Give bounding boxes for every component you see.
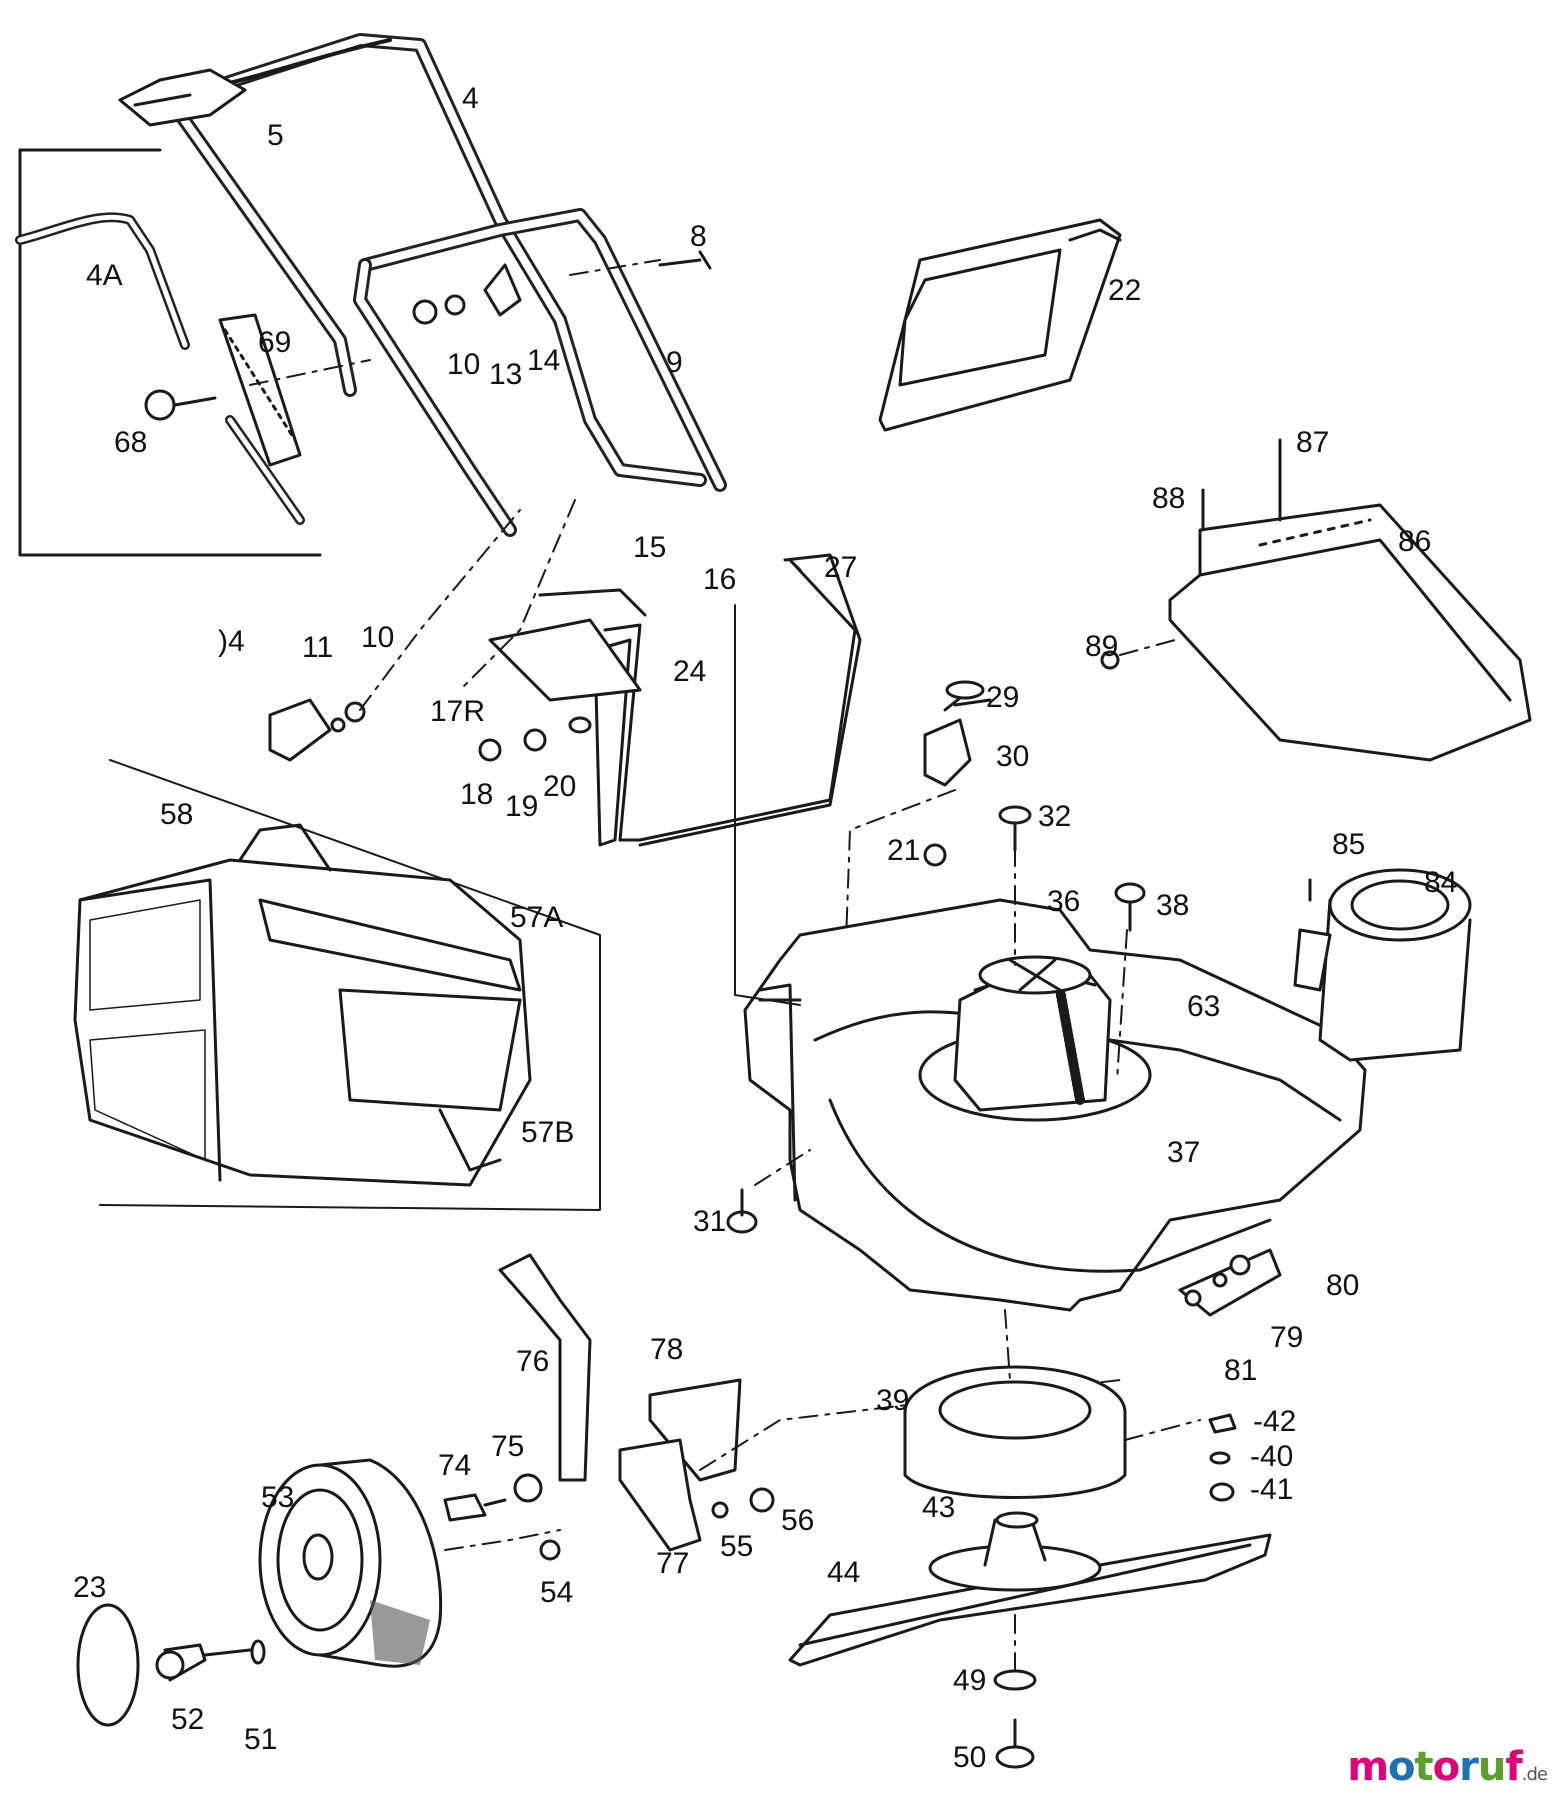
label-56: 56 [781, 1504, 815, 1537]
label-29: 29 [986, 681, 1020, 714]
label-17R: 17R [430, 695, 486, 728]
label-85: 85 [1332, 828, 1366, 861]
label-55: 55 [720, 1530, 754, 1563]
label-50: 50 [953, 1741, 987, 1774]
label-89: 89 [1085, 630, 1119, 663]
inset-frame-handle-4a [18, 148, 322, 557]
label-51: 51 [244, 1723, 278, 1756]
upper-handle [118, 33, 707, 487]
label-52: 52 [171, 1703, 205, 1736]
label-19: 19 [505, 790, 539, 823]
label-27: 27 [824, 551, 858, 584]
label-11: 11 [302, 631, 334, 664]
label-68: 68 [114, 426, 148, 459]
washers-80-81 [1178, 1248, 1282, 1317]
label-24: 24 [673, 655, 707, 688]
washers-17r [459, 499, 592, 762]
label-41: -41 [1250, 1473, 1294, 1506]
cover-84 [1293, 868, 1472, 1062]
blade-assembly [788, 1511, 1272, 1769]
screw-31 [726, 1149, 811, 1234]
label-36: 36 [1047, 885, 1081, 918]
label-42: -42 [1253, 1405, 1297, 1438]
label-5: 5 [267, 119, 284, 152]
label-63: 63 [1187, 990, 1221, 1023]
label-4: 4 [462, 82, 479, 115]
alternative-handle-4a [15, 212, 371, 525]
knob-14 [268, 509, 521, 762]
nuts-40-42 [1208, 1413, 1237, 1502]
label-53: 53 [261, 1481, 295, 1514]
label-21: 21 [887, 834, 921, 867]
label-69: 69 [258, 326, 292, 359]
switch-30 [844, 680, 992, 971]
label-84: 84 [1424, 866, 1458, 899]
label-44: 44 [827, 1556, 861, 1589]
label-81: 81 [1224, 1354, 1258, 1387]
label-57A: 57A [510, 901, 564, 934]
label-10a: 10 [447, 348, 481, 381]
label-4A: 4A [86, 259, 123, 292]
label-49: 49 [953, 1664, 987, 1697]
label-8: 8 [690, 220, 707, 253]
motor-36 [918, 809, 1152, 1122]
label-86: 86 [1398, 525, 1432, 558]
label-13: 13 [489, 358, 523, 391]
watermark-text: motoruf [1347, 1744, 1522, 1790]
label-14a: 14 [527, 344, 561, 377]
label-79: 79 [1270, 1321, 1304, 1354]
wheel-53 [258, 1458, 561, 1668]
label-80: 80 [1326, 1269, 1360, 1302]
label-16: 16 [703, 563, 737, 596]
flap-22 [878, 218, 1122, 432]
height-adjuster [498, 1253, 1121, 1552]
blade-carrier-39 [903, 1309, 1201, 1499]
label-20: 20 [543, 770, 577, 803]
label-18: 18 [460, 778, 494, 811]
label-14b: )4 [218, 625, 245, 658]
handle-bracket [488, 553, 862, 847]
label-74: 74 [438, 1449, 472, 1482]
label-15: 15 [633, 531, 667, 564]
label-10b: 10 [361, 621, 395, 654]
lower-handle-frame [353, 208, 727, 537]
motor-cover-86 [1100, 438, 1532, 762]
label-37: 37 [1167, 1136, 1201, 1169]
label-77: 77 [656, 1547, 690, 1580]
label-30: 30 [996, 740, 1030, 773]
label-75: 75 [491, 1430, 525, 1463]
label-23: 23 [73, 1571, 107, 1604]
grass-catcher-58 [73, 759, 601, 1211]
screws [923, 805, 1146, 1081]
label-9: 9 [666, 346, 683, 379]
label-87: 87 [1296, 426, 1330, 459]
watermark-logo: motoruf.de [1347, 1744, 1548, 1790]
label-76: 76 [516, 1345, 550, 1378]
label-40: -40 [1250, 1440, 1294, 1473]
label-58: 58 [160, 798, 194, 831]
label-78: 78 [650, 1333, 684, 1366]
label-22: 22 [1108, 274, 1142, 307]
assembly-line [734, 604, 801, 1006]
label-38: 38 [1156, 889, 1190, 922]
label-39: 39 [876, 1384, 910, 1417]
adjuster-fasteners [443, 1473, 775, 1561]
label-54: 54 [540, 1576, 574, 1609]
label-43: 43 [922, 1491, 956, 1524]
label-31: 31 [693, 1205, 727, 1238]
wheel-fasteners [76, 1603, 266, 1727]
label-88: 88 [1152, 482, 1186, 515]
label-57B: 57B [521, 1116, 575, 1149]
watermark-tld: .de [1521, 1764, 1548, 1785]
label-32: 32 [1038, 800, 1072, 833]
